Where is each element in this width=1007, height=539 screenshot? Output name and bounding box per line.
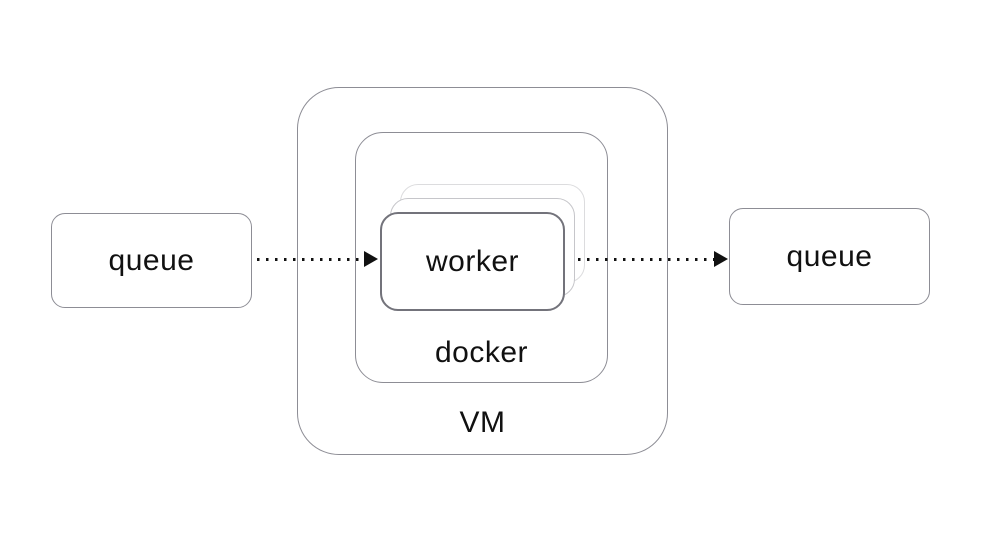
arrow-queue-to-worker [257, 251, 378, 267]
dotted-line [578, 257, 714, 261]
node-queue-left-label: queue [108, 243, 195, 277]
arrowhead-right-icon [364, 251, 378, 267]
node-worker-label: worker [425, 244, 519, 278]
arrowhead-right-icon [714, 251, 728, 267]
node-vm-label: VM [459, 406, 506, 439]
node-queue-left: queue [51, 213, 252, 308]
node-worker: worker [380, 212, 565, 311]
node-queue-right-label: queue [786, 239, 873, 273]
dotted-line [257, 257, 364, 261]
node-queue-right: queue [729, 208, 930, 305]
arrow-worker-to-queue [578, 251, 728, 267]
node-docker-label: docker [434, 336, 529, 369]
